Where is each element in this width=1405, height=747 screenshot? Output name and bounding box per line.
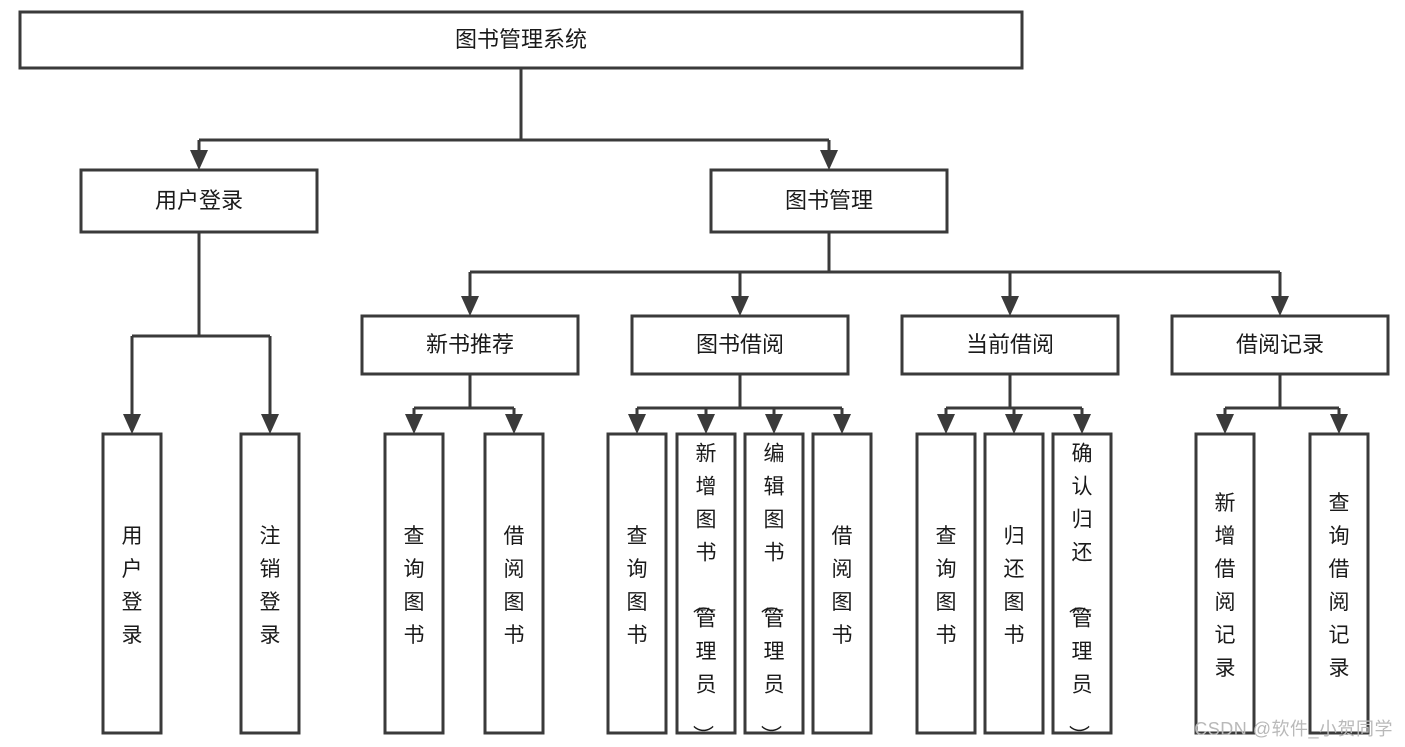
arrow-leaf-3-0 xyxy=(937,414,955,434)
leaf-node-leaf-user-login[interactable]: 用户登录 xyxy=(101,432,163,735)
arrow-leaf-0-1 xyxy=(261,414,279,434)
leaf-node-leaf-borrow-book-2-label: 借阅图书 xyxy=(832,525,853,647)
leaf-node-leaf-query-book-1-label: 查询图书 xyxy=(404,525,425,647)
level3-node-new-book-recommend[interactable]: 新书推荐 xyxy=(360,314,580,376)
leaf-node-leaf-query-book-3-box[interactable] xyxy=(915,432,977,735)
level3-node-current-borrow[interactable]: 当前借阅 xyxy=(900,314,1120,376)
arrow-leaf-3-2 xyxy=(1073,414,1091,434)
arrow-level3-2 xyxy=(1001,296,1019,316)
arrow-leaf-4-1 xyxy=(1330,414,1348,434)
leaf-node-leaf-add-record[interactable]: 新增借阅记录 xyxy=(1194,432,1256,735)
level3-node-current-borrow-label: 当前借阅 xyxy=(966,332,1054,357)
leaf-node-leaf-borrow-book-2-box[interactable] xyxy=(811,432,873,735)
leaf-node-leaf-edit-book-box[interactable] xyxy=(743,432,805,735)
level2-node-user-login-box[interactable] xyxy=(79,168,319,234)
leaf-node-leaf-query-record-label: 查询借阅记录 xyxy=(1329,492,1350,680)
leaf-node-leaf-add-record-label: 新增借阅记录 xyxy=(1215,492,1236,680)
leaf-node-leaf-query-book-2[interactable]: 查询图书 xyxy=(606,432,668,735)
level3-node-book-borrow[interactable]: 图书借阅 xyxy=(630,314,850,376)
leaf-node-leaf-borrow-book-1[interactable]: 借阅图书 xyxy=(483,432,545,735)
leaf-node-leaf-edit-book[interactable]: 编辑图书（管理员） xyxy=(743,432,805,746)
leaf-node-leaf-confirm-return[interactable]: 确认归还（管理员） xyxy=(1051,432,1113,746)
leaf-node-leaf-query-book-1-box[interactable] xyxy=(383,432,445,735)
leaf-node-leaf-logout-box[interactable] xyxy=(239,432,301,735)
leaf-node-leaf-add-record-box[interactable] xyxy=(1194,432,1256,735)
root-node-book-management-system[interactable]: 图书管理系统 xyxy=(18,10,1024,70)
arrow-level3-0 xyxy=(461,296,479,316)
level3-node-new-book-recommend-label: 新书推荐 xyxy=(426,332,514,357)
leaf-node-leaf-query-record-box[interactable] xyxy=(1308,432,1370,735)
leaf-node-leaf-query-book-2-box[interactable] xyxy=(606,432,668,735)
connector-layer xyxy=(123,68,1348,434)
level2-node-book-management-box[interactable] xyxy=(709,168,949,234)
arrow-level3-1 xyxy=(731,296,749,316)
leaf-node-leaf-user-login-box[interactable] xyxy=(101,432,163,735)
arrow-leaf-2-2 xyxy=(765,414,783,434)
leaf-node-leaf-return-book[interactable]: 归还图书 xyxy=(983,432,1045,735)
leaf-node-leaf-query-record[interactable]: 查询借阅记录 xyxy=(1308,432,1370,735)
leaf-node-leaf-return-book-label: 归还图书 xyxy=(1004,525,1025,647)
arrow-leaf-1-1 xyxy=(505,414,523,434)
arrow-leaf-3-1 xyxy=(1005,414,1023,434)
arrow-level2-1 xyxy=(820,150,838,170)
root-node-book-management-system-box[interactable] xyxy=(18,10,1024,70)
arrow-leaf-2-1 xyxy=(697,414,715,434)
arrow-leaf-0-0 xyxy=(123,414,141,434)
leaf-node-leaf-add-book[interactable]: 新增图书（管理员） xyxy=(675,432,737,746)
level2-node-book-management[interactable]: 图书管理 xyxy=(709,168,949,234)
level3-node-borrow-record-box[interactable] xyxy=(1170,314,1390,376)
leaf-node-leaf-confirm-return-box[interactable] xyxy=(1051,432,1113,735)
arrow-level2-0 xyxy=(190,150,208,170)
leaf-node-leaf-logout-label: 注销登录 xyxy=(260,525,281,647)
leaf-node-leaf-user-login-label: 用户登录 xyxy=(122,525,143,647)
leaf-node-leaf-add-book-box[interactable] xyxy=(675,432,737,735)
level3-node-borrow-record-label: 借阅记录 xyxy=(1236,332,1324,357)
arrow-leaf-2-0 xyxy=(628,414,646,434)
leaf-node-leaf-borrow-book-1-label: 借阅图书 xyxy=(504,525,525,647)
arrow-leaf-2-3 xyxy=(833,414,851,434)
level3-node-borrow-record[interactable]: 借阅记录 xyxy=(1170,314,1390,376)
level2-node-user-login[interactable]: 用户登录 xyxy=(79,168,319,234)
arrow-leaf-4-0 xyxy=(1216,414,1234,434)
level2-node-book-management-label: 图书管理 xyxy=(785,188,873,213)
leaf-node-leaf-query-book-3[interactable]: 查询图书 xyxy=(915,432,977,735)
leaf-node-leaf-query-book-3-label: 查询图书 xyxy=(936,525,957,647)
level3-node-new-book-recommend-box[interactable] xyxy=(360,314,580,376)
node-layer: 图书管理系统用户登录图书管理新书推荐图书借阅当前借阅借阅记录用户登录注销登录查询… xyxy=(18,10,1390,746)
leaf-node-leaf-query-book-2-label: 查询图书 xyxy=(627,525,648,647)
leaf-node-leaf-borrow-book-2[interactable]: 借阅图书 xyxy=(811,432,873,735)
level3-node-book-borrow-box[interactable] xyxy=(630,314,850,376)
arrow-leaf-1-0 xyxy=(405,414,423,434)
root-node-book-management-system-label: 图书管理系统 xyxy=(455,27,587,52)
leaf-node-leaf-add-book-label: 新增图书（管理员） xyxy=(691,443,717,746)
leaf-node-leaf-confirm-return-label: 确认归还（管理员） xyxy=(1067,443,1093,746)
level3-node-current-borrow-box[interactable] xyxy=(900,314,1120,376)
leaf-node-leaf-query-book-1[interactable]: 查询图书 xyxy=(383,432,445,735)
leaf-node-leaf-logout[interactable]: 注销登录 xyxy=(239,432,301,735)
leaf-node-leaf-borrow-book-1-box[interactable] xyxy=(483,432,545,735)
leaf-node-leaf-return-book-box[interactable] xyxy=(983,432,1045,735)
level2-node-user-login-label: 用户登录 xyxy=(155,188,243,213)
level3-node-book-borrow-label: 图书借阅 xyxy=(696,332,784,357)
leaf-node-leaf-edit-book-label: 编辑图书（管理员） xyxy=(759,443,785,746)
arrow-level3-3 xyxy=(1271,296,1289,316)
